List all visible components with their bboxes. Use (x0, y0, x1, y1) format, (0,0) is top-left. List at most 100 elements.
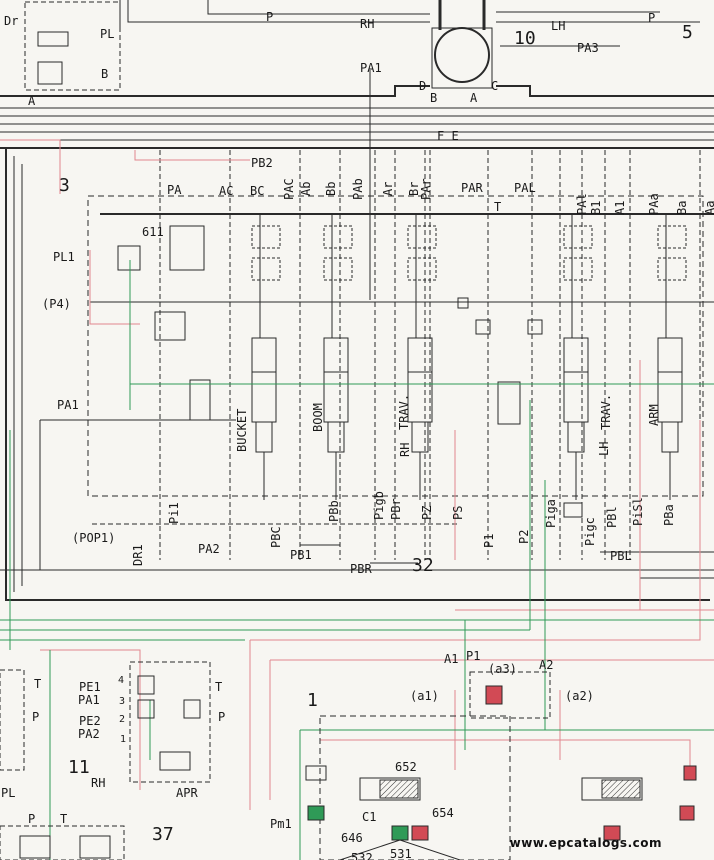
label-t-bot: T (60, 812, 68, 826)
label-a1: A1 (444, 652, 459, 666)
label-pop1: (POP1) (72, 531, 116, 545)
label-port-d: D (419, 79, 427, 93)
spool-trav-right-lower (411, 421, 429, 453)
spool-bucket-upper (251, 337, 277, 373)
label-rh-top: RH (360, 17, 375, 31)
label-pl1: PL1 (53, 250, 75, 264)
spool-bucket-relief-b (251, 257, 281, 281)
red-pilot-pl1 (89, 250, 140, 325)
label-pl-top: PL (100, 27, 115, 41)
label-ps: PS (451, 505, 465, 520)
spool-arm-middle (657, 371, 683, 423)
label-port-3: 3 (119, 696, 126, 707)
label-lh-top: LH (551, 19, 566, 33)
label-pigc: Pigc (583, 517, 597, 546)
spool-trav-right-upper (407, 337, 433, 373)
pilot-valve-11-c (183, 699, 201, 719)
green-drain-11 (140, 699, 151, 760)
label-pbl: PBL (610, 549, 632, 563)
pilot-valve-box-top-left (24, 1, 121, 91)
label-port-1: 1 (120, 734, 127, 745)
relief-valve-lh (527, 319, 543, 335)
spool-bucket-lower (255, 421, 273, 453)
label-pisl: PiSl (631, 497, 645, 526)
pilot-valve-37-b (79, 835, 111, 859)
label-pa1b: PA1 (78, 693, 100, 707)
label-ac: AC (219, 184, 234, 198)
label-ab: Ab (299, 181, 313, 196)
spool-boom-relief-a (323, 225, 353, 249)
label-pa1-left: PA1 (57, 398, 79, 412)
label-p-left: P (32, 710, 40, 724)
label-c1: C1 (362, 810, 377, 824)
pump-outlet-lines (339, 839, 461, 860)
pilot-valve-left-box (0, 669, 25, 771)
label-652: 652 (395, 760, 417, 774)
label-pbr2: PBR (350, 562, 372, 576)
label-531: 531 (390, 847, 412, 860)
label-pba: PBa (662, 504, 676, 526)
pump-654-port (411, 825, 429, 841)
label-par: PAR (461, 181, 483, 195)
valve-32 (497, 381, 521, 425)
spool-boom-lower (327, 421, 345, 453)
red-pilot-apr (40, 649, 141, 790)
label-ar: Ar (381, 181, 395, 196)
label-dr: Dr (4, 14, 19, 28)
pump-right-swash (601, 779, 641, 799)
spool-trav-right-relief-b (407, 257, 437, 281)
callout-37: 37 (152, 824, 174, 845)
label-646: 646 (341, 831, 363, 845)
spool-arm-lower (661, 421, 679, 453)
spool-boom-upper (323, 337, 349, 373)
label-arm: ARM (647, 404, 661, 426)
spool-trav-left-upper (563, 337, 589, 373)
label-pe1: PE1 (79, 680, 101, 694)
label-rh-sub: RH (91, 776, 106, 790)
label-pal: PAL (514, 181, 536, 195)
label-pbb: PBb (327, 500, 341, 522)
label-pa3: PA3 (577, 41, 599, 55)
label-pbl-v: PBl (605, 506, 619, 528)
callout-10: 10 (514, 28, 536, 49)
red-pilot-lower (250, 420, 701, 641)
spool-boom-middle (323, 371, 349, 423)
spool-bucket-relief-a (251, 225, 281, 249)
outer-frame-left (5, 148, 710, 601)
label-p4: (P4) (42, 297, 71, 311)
red-pilot-pump-top (320, 739, 691, 770)
pump-regulator-box (469, 671, 551, 719)
label-bc: BC (250, 184, 265, 198)
swivel-joint-circle (434, 27, 490, 83)
callout-11: 11 (68, 757, 90, 778)
label-611: 611 (142, 225, 164, 239)
valve-611-body (169, 225, 205, 271)
label-p-top-right: P (648, 11, 656, 25)
label-boom: BOOM (311, 403, 325, 432)
label-pbc: PBC (269, 526, 283, 548)
label-bb: Bb (324, 181, 338, 196)
callout-5: 5 (682, 22, 693, 43)
pump-652-body (359, 777, 421, 801)
label-trav-r: TRAV. (397, 393, 411, 430)
pump-531-port (391, 825, 409, 841)
label-pa: PA (167, 183, 182, 197)
label-p-right: P (218, 710, 226, 724)
label-piga: Piga (544, 499, 558, 528)
label-532: 532 (351, 851, 373, 860)
label-pz: PZ (420, 505, 434, 520)
label-a-top: A (28, 94, 36, 108)
label-a3: (a3) (488, 662, 517, 676)
label-bucket: BUCKET (235, 408, 249, 452)
apr-valve (159, 751, 191, 771)
green-drain-main (129, 260, 714, 385)
watermark: www.epcatalogs.com (509, 836, 662, 850)
callout-1: 1 (307, 690, 318, 711)
pump-assembly-1 (319, 715, 511, 860)
spool-trav-left-relief-b (563, 257, 593, 281)
pressure-line-d (0, 85, 430, 97)
label-rh-v: RH (398, 442, 412, 457)
label-dr1: DR1 (131, 544, 145, 566)
